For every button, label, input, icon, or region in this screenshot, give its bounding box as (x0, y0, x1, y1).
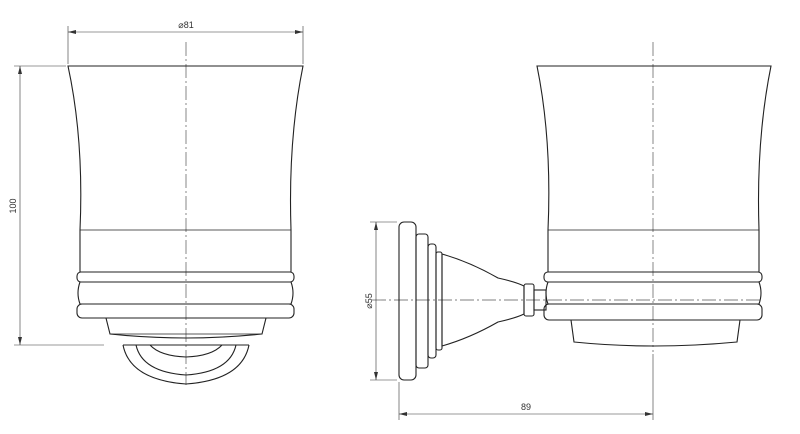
side-wall-plate (398, 221, 417, 381)
front-view (67, 42, 304, 385)
height-label: 100 (8, 198, 18, 213)
dimension-height: 100 (8, 65, 104, 346)
side-wall-plate-step3 (435, 251, 443, 351)
side-cup-body (536, 65, 772, 273)
front-wall-mount-inner (135, 344, 237, 376)
dimension-base-diameter: ⌀55 (364, 221, 397, 381)
side-wall-plate-step2 (427, 243, 437, 359)
front-cup-body (67, 65, 304, 273)
cup-diameter-label: ⌀81 (178, 20, 193, 30)
dimension-projection: 89 (398, 354, 654, 420)
side-view (372, 42, 772, 381)
front-wall-mount-outer (122, 344, 250, 385)
projection-label: 89 (521, 402, 531, 412)
side-ring-middle (545, 281, 762, 305)
front-ring-top (76, 271, 295, 283)
side-ring-top (543, 271, 763, 283)
front-wall-mount-rim (149, 344, 223, 358)
side-holder-plate (570, 319, 741, 347)
dimension-cup-diameter: ⌀81 (67, 20, 304, 64)
base-diameter-label: ⌀55 (364, 293, 374, 308)
side-arm-neck (533, 289, 547, 311)
side-wall-plate-step1 (415, 233, 429, 369)
front-ring-middle (77, 281, 294, 305)
front-ring-bottom (76, 303, 295, 319)
